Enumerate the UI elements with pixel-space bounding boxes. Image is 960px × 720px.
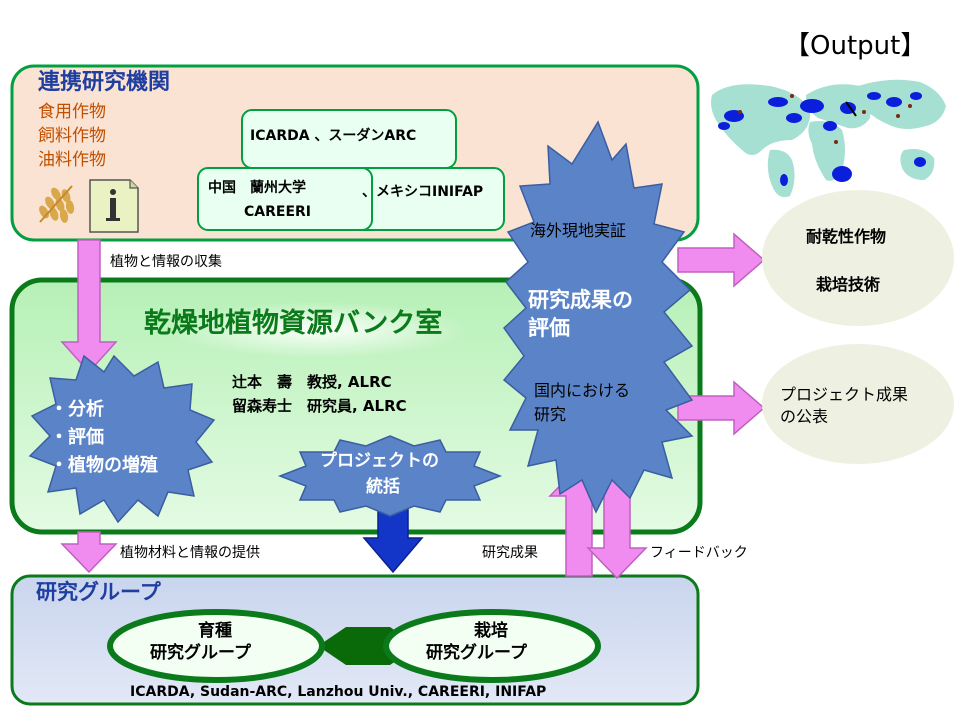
- groups-title: 研究グループ: [36, 580, 161, 604]
- group-members: ICARDA, Sudan-ARC, Lanzhou Univ., CAREER…: [130, 684, 547, 700]
- output-publish-label-2: の公表: [780, 407, 829, 426]
- org-box-china: [197, 167, 373, 231]
- staff-tomemori: 留森寿士 研究員, ALRC: [232, 397, 407, 415]
- breeding-label-2: 研究グループ: [150, 643, 251, 663]
- crop-feed: 飼料作物: [38, 126, 106, 146]
- domestic-label-1: 国内における: [534, 381, 631, 400]
- collect-arrow: [60, 239, 118, 374]
- org-careeri-label: CAREERI: [244, 204, 312, 220]
- output-arrow-publish: [677, 380, 766, 436]
- partners-title: 連携研究機関: [38, 70, 171, 95]
- bank-title: 乾燥地植物資源バンク室: [144, 308, 443, 339]
- output-publish-ellipse: [762, 344, 954, 464]
- breeding-group-ellipse: [107, 609, 325, 683]
- org-icarda-label: ICARDA 、スーダンARC: [250, 128, 417, 144]
- evaluation-title-1: 研究成果の: [528, 288, 633, 312]
- cultivation-group-ellipse: [383, 609, 601, 683]
- management-label-1: プロジェクトの: [320, 451, 439, 471]
- breeding-label-1: 育種: [198, 621, 232, 641]
- org-mexico-label: 、メキシコINIFAP: [362, 184, 484, 200]
- crop-food: 食用作物: [38, 102, 106, 122]
- management-star: [277, 435, 503, 517]
- bank-title-glow: [168, 302, 468, 358]
- domestic-label-2: 研究: [534, 405, 567, 424]
- output-crops-ellipse: [762, 190, 954, 326]
- task-analysis: ・分析: [50, 399, 104, 420]
- output-heading: 【Output】: [784, 31, 927, 61]
- evaluation-title-2: 評価: [528, 316, 570, 340]
- output-crop-label: 耐乾性作物: [806, 227, 887, 246]
- feedback-label: フィードバック: [650, 545, 748, 561]
- staff-tsujimoto: 辻本 壽 教授, ALRC: [232, 373, 392, 391]
- overseas-label: 海外現地実証: [530, 221, 627, 240]
- org-china-label: 中国 蘭州大学: [208, 180, 306, 196]
- info-document-icon: [89, 179, 139, 233]
- task-evaluation: ・評価: [50, 427, 104, 448]
- provide-label: 植物材料と情報の提供: [120, 545, 260, 561]
- cultivation-label-1: 栽培: [474, 621, 508, 641]
- crop-oil: 油料作物: [38, 150, 106, 170]
- results-label: 研究成果: [482, 545, 538, 561]
- evaluation-starburst: [502, 120, 694, 514]
- cultivation-label-2: 研究グループ: [426, 643, 527, 663]
- provide-arrow: [60, 531, 118, 574]
- tasks-starburst: [28, 354, 216, 524]
- wheat-icon: [39, 185, 75, 223]
- output-publish-label-1: プロジェクト成果: [780, 385, 909, 404]
- management-label-2: 統括: [366, 477, 400, 497]
- output-tech-label: 栽培技術: [816, 275, 881, 294]
- output-arrow-crops: [677, 232, 766, 288]
- world-map-image: [711, 79, 946, 198]
- collect-label: 植物と情報の収集: [110, 254, 222, 270]
- task-propagation: ・植物の増殖: [50, 455, 158, 476]
